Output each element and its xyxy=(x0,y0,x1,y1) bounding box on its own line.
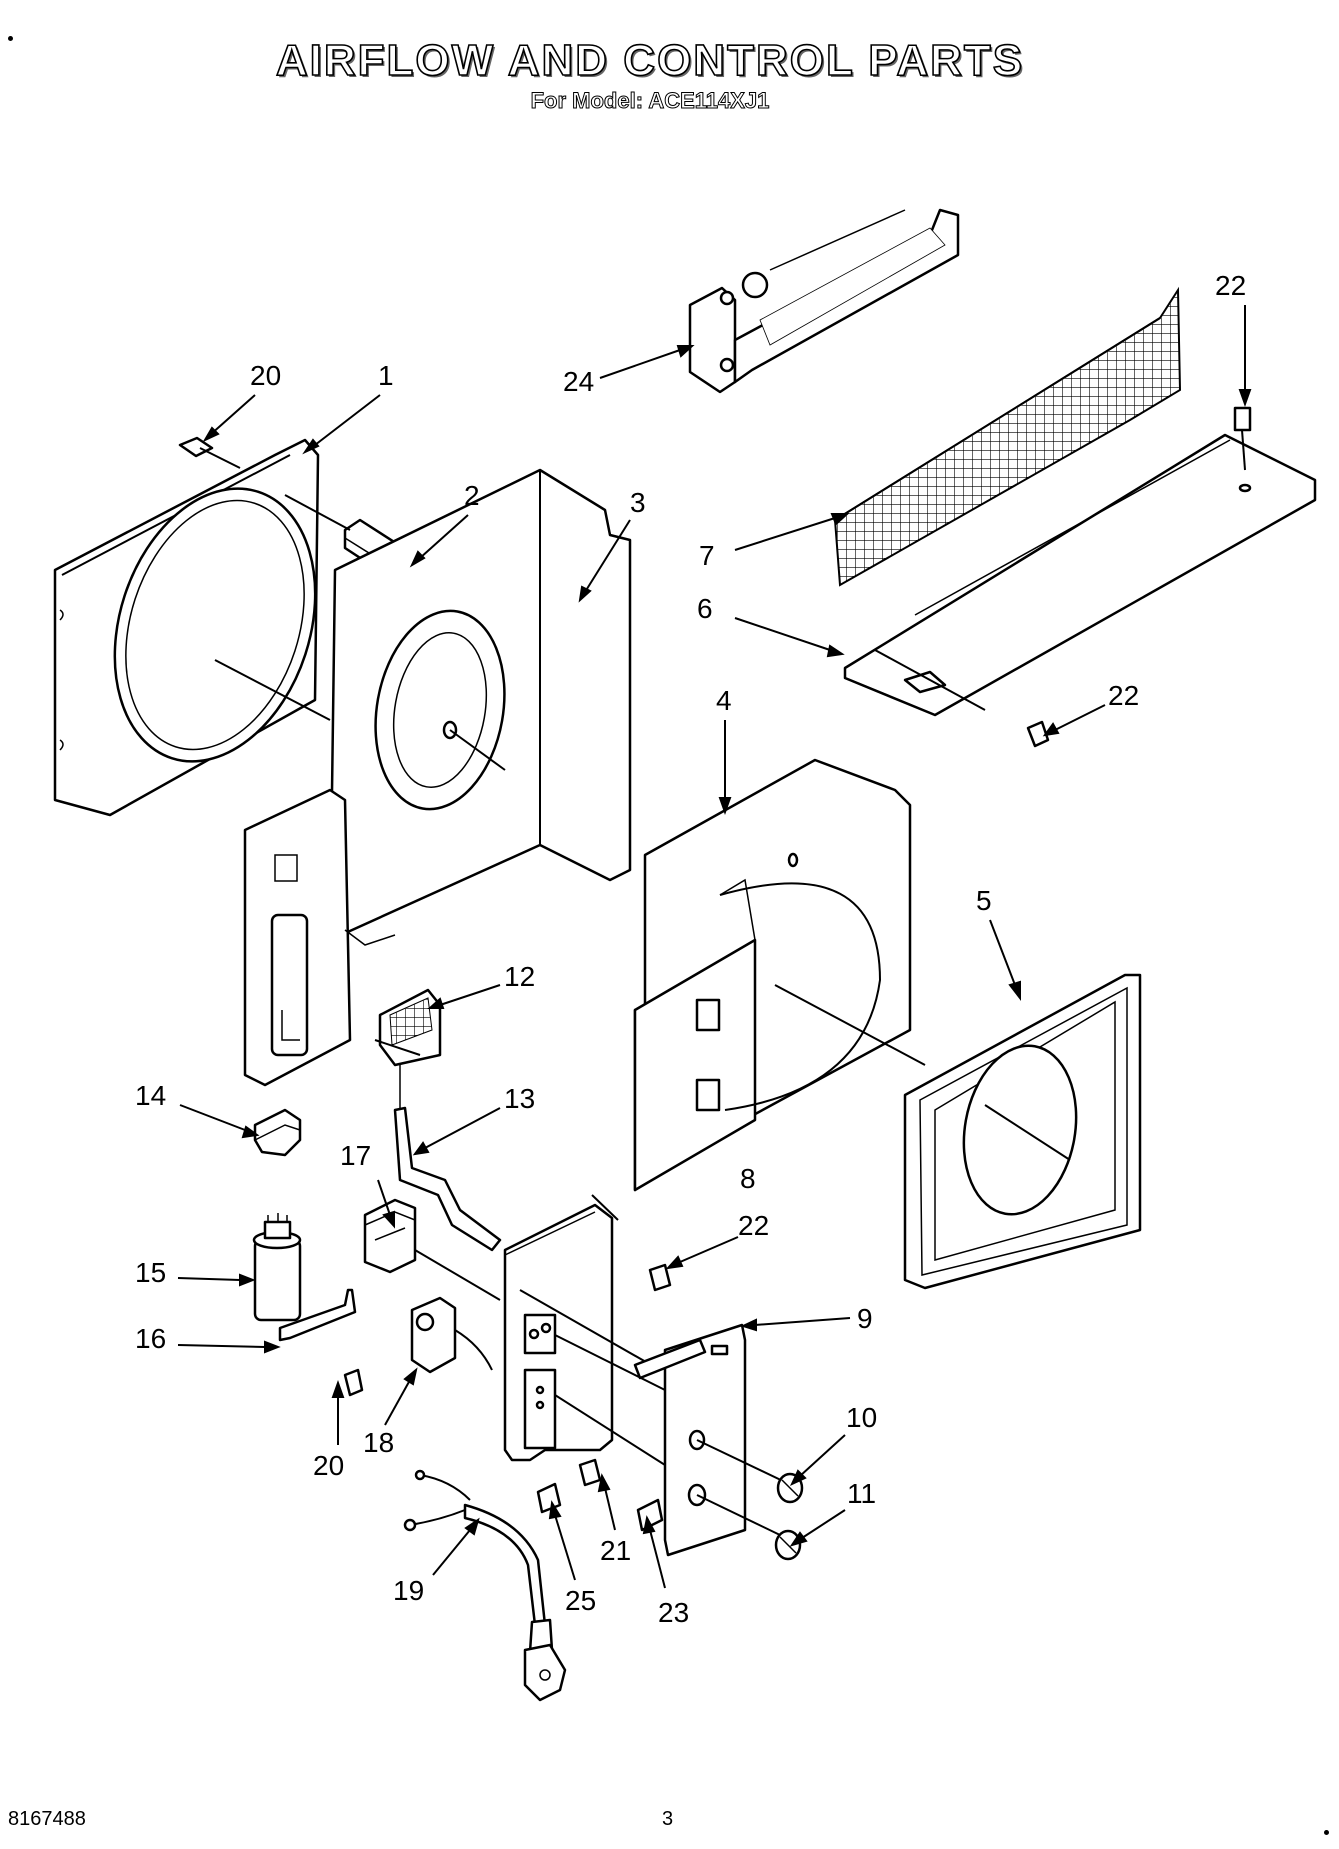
callout-23: 23 xyxy=(658,1597,689,1628)
callout-10: 10 xyxy=(846,1402,877,1433)
part-18-thermostat xyxy=(410,1296,493,1374)
part-12-vent-bracket xyxy=(374,988,442,1110)
callout-21: 21 xyxy=(600,1535,631,1566)
part-17-switch xyxy=(363,1198,501,1301)
callout-22: 22 xyxy=(738,1210,769,1241)
part-11-knob xyxy=(774,1529,802,1561)
callout-6: 6 xyxy=(697,593,713,624)
part-5-front-grille xyxy=(903,973,1142,1290)
part-3-bulkhead xyxy=(243,468,632,1087)
screw-22-top xyxy=(1233,406,1252,471)
callout-7: 7 xyxy=(699,540,715,571)
part-4-blower-scroll xyxy=(633,758,926,1192)
screw-21 xyxy=(578,1458,602,1487)
callout-8: 8 xyxy=(740,1163,756,1194)
part-1-shroud xyxy=(53,438,331,817)
callout-2: 2 xyxy=(464,480,480,511)
callout-11: 11 xyxy=(847,1478,876,1509)
part-6-rail xyxy=(843,433,1317,717)
callout-9: 9 xyxy=(857,1303,873,1334)
screw-20-top xyxy=(178,436,241,469)
screw-20-bottom xyxy=(343,1368,364,1397)
callout-22: 22 xyxy=(1215,270,1246,301)
page-number: 3 xyxy=(662,1808,674,1830)
screw-22-rail xyxy=(1026,720,1050,748)
screw-22-right xyxy=(648,1263,672,1292)
part-16-strap xyxy=(278,1288,357,1342)
part-13-rod xyxy=(393,1106,502,1252)
callout-24: 24 xyxy=(563,366,594,397)
callout-17: 17 xyxy=(340,1140,371,1171)
callout-16: 16 xyxy=(135,1323,166,1354)
callout-14: 14 xyxy=(135,1080,166,1111)
callout-18: 18 xyxy=(363,1427,394,1458)
part-14-relay xyxy=(253,1108,302,1157)
callout-1: 1 xyxy=(378,360,394,391)
callout-4: 4 xyxy=(716,685,732,716)
scan-speck xyxy=(1324,1830,1329,1835)
part-23-terminal xyxy=(636,1498,664,1532)
part-7-air-filter xyxy=(833,286,1182,587)
leader-arrows xyxy=(177,305,1252,1589)
page-title: AIRFLOW AND CONTROL PARTS xyxy=(275,35,1025,86)
callout-12: 12 xyxy=(504,961,535,992)
callout-19: 19 xyxy=(393,1575,424,1606)
part-15-capacitor xyxy=(252,1213,302,1322)
callout-20: 20 xyxy=(313,1450,344,1481)
part-25-clip xyxy=(536,1482,562,1514)
part-24-heater-assembly xyxy=(688,208,960,394)
document-number: 8167488 xyxy=(8,1808,86,1830)
callout-3: 3 xyxy=(630,487,646,518)
callout-13: 13 xyxy=(504,1083,535,1114)
scan-speck xyxy=(8,36,13,41)
part-8-control-bracket xyxy=(503,1203,666,1466)
callout-22: 22 xyxy=(1108,680,1139,711)
model-subtitle: For Model: ACE114XJ1 xyxy=(530,88,770,114)
callout-5: 5 xyxy=(976,885,992,916)
part-19-power-cord xyxy=(403,1469,567,1702)
callout-25: 25 xyxy=(565,1585,596,1616)
callout-15: 15 xyxy=(135,1257,166,1288)
part-9-control-panel xyxy=(633,1323,786,1557)
callout-20: 20 xyxy=(250,360,281,391)
